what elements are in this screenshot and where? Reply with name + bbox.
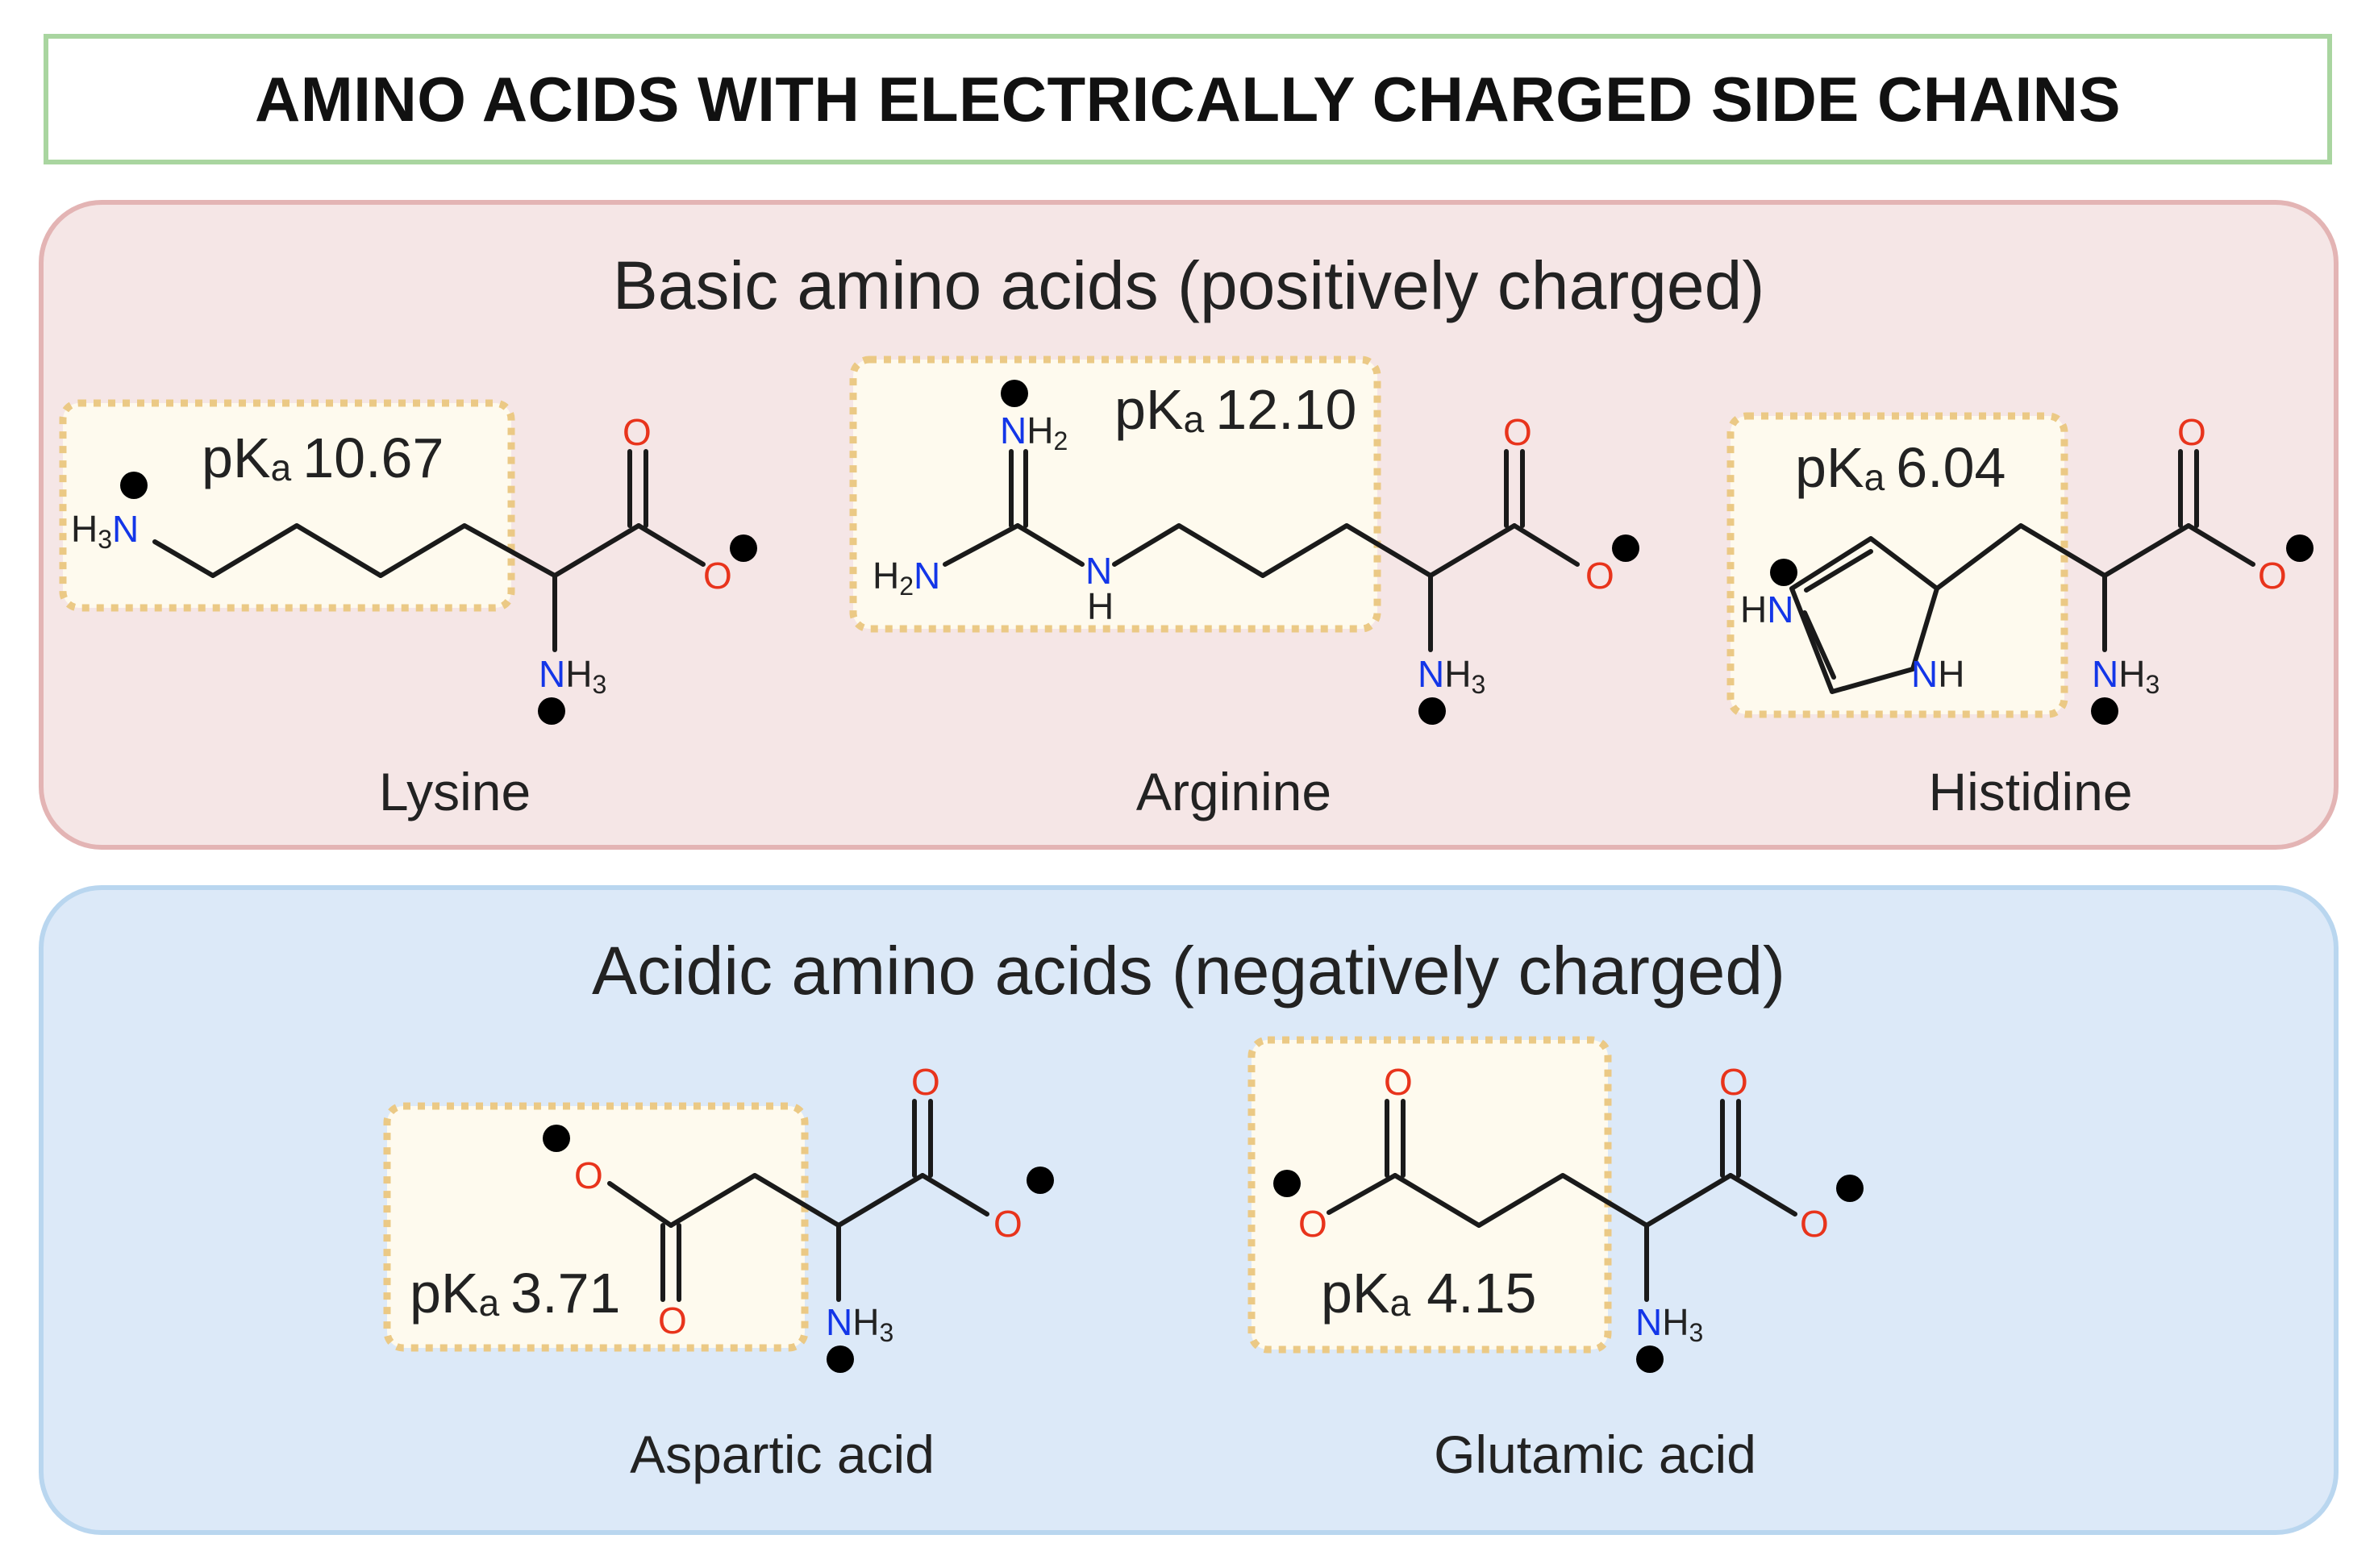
lysine-minus-charge-icon — [730, 534, 757, 562]
glutamic-alpha-amine-label: NH3 — [1635, 1301, 1703, 1347]
lysine-side-chain-highlight — [59, 399, 515, 612]
histidine-name: Histidine — [1928, 762, 2133, 821]
aspartic-side-chain-highlight — [383, 1102, 809, 1352]
basic-heading: Basic amino acids (positively charged) — [612, 247, 1765, 323]
arginine-alpha-plus-charge-icon — [1418, 697, 1446, 725]
histidine-minus-charge-icon — [2286, 534, 2314, 562]
histidine-ring-nh-plus-label: HN — [1740, 589, 1793, 630]
aspartic-chain-bonds — [668, 1173, 925, 1228]
arginine-chain-bonds — [1112, 523, 1517, 578]
arginine-iminium-label: NH2 — [1000, 410, 1068, 455]
aspartic-side-o-minus: O — [574, 1154, 603, 1196]
aspartic-carbonyl-o: O — [911, 1061, 940, 1103]
arginine-plus-charge-icon — [1001, 380, 1028, 407]
lysine-alpha-plus-charge-icon — [538, 697, 565, 725]
arginine-nh-h: H — [1087, 585, 1114, 627]
glutamic-minus-charge-icon — [1836, 1175, 1864, 1202]
aspartic-side-carbonyl-o: O — [658, 1300, 687, 1341]
aspartic-carboxylate-o: O — [993, 1203, 1022, 1245]
glutamic-side-minus-charge-icon — [1273, 1170, 1301, 1197]
arginine-alpha-amine-label: NH3 — [1418, 653, 1485, 699]
title-box: AMINO ACIDS WITH ELECTRICALLY CHARGED SI… — [44, 34, 2332, 164]
histidine-plus-charge-icon — [1770, 559, 1797, 586]
arginine-name: Arginine — [1135, 762, 1332, 821]
glutamic-side-carbonyl-o: O — [1384, 1061, 1413, 1103]
lysine-carbonyl-o: O — [623, 411, 652, 453]
glutamic-chain-bonds — [1393, 1173, 1733, 1228]
histidine-alpha-plus-charge-icon — [2091, 697, 2118, 725]
acidic-heading: Acidic amino acids (negatively charged) — [591, 933, 1786, 1009]
histidine-carboxylate-o: O — [2258, 555, 2287, 597]
arginine-amino-label: H2N — [873, 555, 940, 601]
arginine-nh-label: N — [1085, 550, 1112, 592]
glutamic-carbonyl-o: O — [1719, 1061, 1748, 1103]
arginine-minus-charge-icon — [1612, 534, 1639, 562]
glutamic-alpha-plus-charge-icon — [1636, 1345, 1664, 1373]
arginine-side-chain-highlight — [849, 356, 1381, 633]
glutamic-name: Glutamic acid — [1434, 1425, 1756, 1484]
lysine-plus-charge-icon — [120, 472, 148, 499]
lysine-alpha-amine-label: NH3 — [539, 653, 606, 699]
aspartic-side-minus-charge-icon — [543, 1125, 570, 1152]
aspartic-alpha-amine-label: NH3 — [826, 1301, 893, 1347]
arginine-carboxylate-o: O — [1585, 555, 1614, 597]
histidine-ring-nh-label: NH — [1911, 653, 1964, 695]
histidine-alpha-amine-label: NH3 — [2092, 653, 2160, 699]
aspartic-alpha-plus-charge-icon — [827, 1345, 854, 1373]
lysine-amine-label: H3N — [71, 508, 139, 554]
aspartic-name: Aspartic acid — [630, 1425, 935, 1484]
histidine-chain-bonds — [1935, 523, 2191, 591]
histidine-carbonyl-o: O — [2177, 411, 2206, 453]
glutamic-side-o-minus: O — [1298, 1203, 1327, 1245]
lysine-name: Lysine — [378, 762, 531, 821]
page-title: AMINO ACIDS WITH ELECTRICALLY CHARGED SI… — [254, 63, 2122, 135]
aspartic-minus-charge-icon — [1027, 1167, 1054, 1194]
glutamic-carboxylate-o: O — [1800, 1203, 1829, 1245]
histidine-imidazole-ring — [1789, 536, 1939, 694]
arginine-carbonyl-o: O — [1503, 411, 1532, 453]
lysine-carboxylate-o: O — [703, 555, 732, 597]
